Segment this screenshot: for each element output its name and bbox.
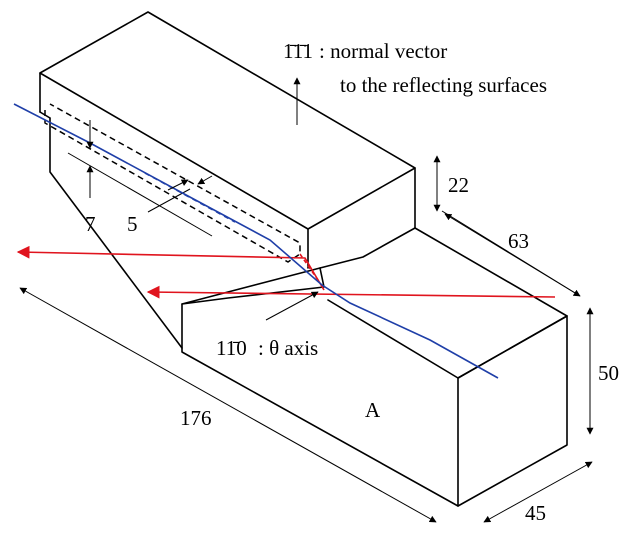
dimension-50-label: 50 [598,361,619,385]
left-face [49,117,183,349]
normal-vector-text-line2: to the reflecting surfaces [340,73,547,97]
step-top-face [319,227,568,379]
text-labels: 1̄1̄1 : normal vector to the reflecting … [85,39,619,525]
blue-beam [13,103,499,379]
red-dashed-segment [299,253,321,284]
dimension-63-label: 63 [508,229,529,253]
dimension-arrows [19,77,594,523]
red-reflected-beam [16,245,325,291]
theta-axis-text: : θ axis [258,336,318,360]
upper-part-front-edge [39,72,416,269]
block-label-a: A [365,398,381,422]
dimension-22-label: 22 [448,173,469,197]
dimension-176-label: 176 [180,406,212,430]
reflecting-surface-dashed [44,103,301,263]
dimension-7-label: 7 [85,212,96,236]
groove-edge [181,267,325,305]
theta-axis-miller-label: 11̄0 [216,336,247,360]
lower-right-face [457,315,568,507]
reference-lines [67,152,581,297]
dimension-45-label: 45 [525,501,546,525]
theta-axis-arrow [265,291,319,321]
normal-vector-text-line1: : normal vector [319,39,447,63]
normal-vector-miller-label: 1̄1̄1 [283,39,313,63]
lower-front-face [181,299,459,507]
dimension-5-label: 5 [127,212,138,236]
blue-dashed-segment [144,172,236,223]
